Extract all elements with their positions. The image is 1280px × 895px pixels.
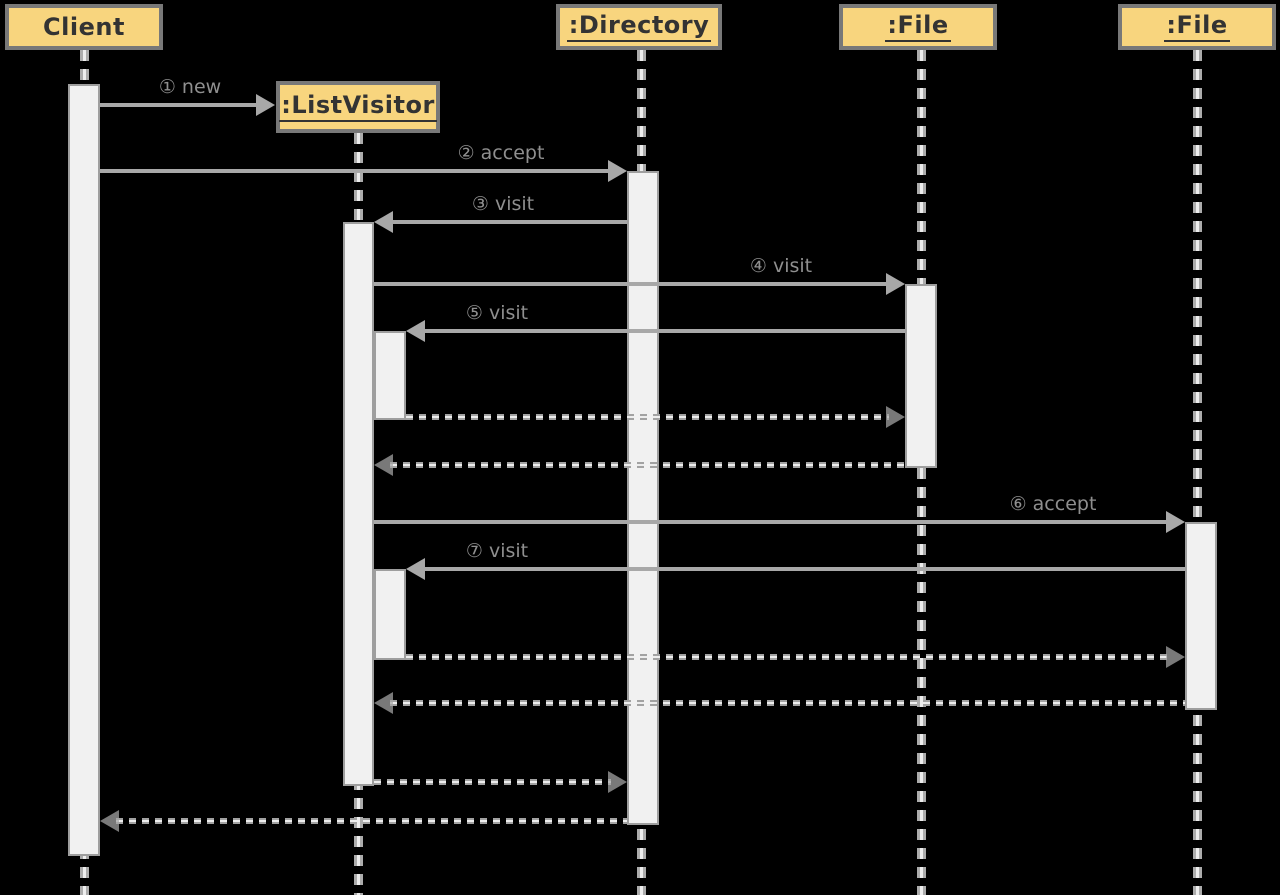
participant-name: :File <box>885 11 951 43</box>
participant-name: :ListVisitor <box>279 91 437 123</box>
arrowhead <box>608 160 627 182</box>
activation-bar <box>1185 522 1217 710</box>
arrowhead <box>374 454 393 476</box>
arrowhead <box>406 558 425 580</box>
activation-bar <box>343 222 374 786</box>
return-line <box>406 654 1169 660</box>
message-label: ③ visit <box>471 193 535 215</box>
message-line <box>374 520 1169 524</box>
message-line <box>374 282 889 286</box>
arrowhead <box>608 771 627 793</box>
participant-box: Client <box>5 4 163 50</box>
arrowhead <box>374 692 393 714</box>
return-line <box>390 462 905 468</box>
return-line <box>116 818 627 824</box>
activation-bar <box>374 569 406 660</box>
lifeline <box>917 50 926 895</box>
lifeline <box>1193 50 1202 895</box>
return-line <box>406 414 889 420</box>
arrowhead <box>886 273 905 295</box>
participant-box: :File <box>1118 4 1276 50</box>
activation-bar <box>627 171 659 825</box>
activation-bar <box>905 284 937 468</box>
arrowhead <box>406 320 425 342</box>
participant-name: :Directory <box>566 11 712 43</box>
message-label: ⑦ visit <box>465 540 529 562</box>
participant-name: Client <box>43 12 125 41</box>
activation-bar <box>68 84 100 856</box>
arrowhead <box>1166 646 1185 668</box>
message-line <box>422 567 1185 571</box>
activation-bar <box>374 331 406 420</box>
arrowhead <box>1166 511 1185 533</box>
participant-name: :File <box>1164 11 1230 43</box>
participant-box: :File <box>839 4 997 50</box>
return-line <box>390 700 1185 706</box>
arrowhead <box>256 94 275 116</box>
message-label: ② accept <box>457 142 545 164</box>
message-label: ⑥ accept <box>1009 493 1097 515</box>
message-label: ⑤ visit <box>465 302 529 324</box>
message-line <box>100 169 611 173</box>
return-line <box>374 779 611 785</box>
arrowhead <box>886 406 905 428</box>
arrowhead <box>100 810 119 832</box>
participant-box: :Directory <box>556 4 722 50</box>
message-line <box>100 103 259 107</box>
message-line <box>390 220 627 224</box>
message-label: ④ visit <box>749 255 813 277</box>
message-label: ① new <box>158 76 222 98</box>
message-line <box>422 329 905 333</box>
arrowhead <box>374 211 393 233</box>
participant-box: :ListVisitor <box>276 81 440 133</box>
